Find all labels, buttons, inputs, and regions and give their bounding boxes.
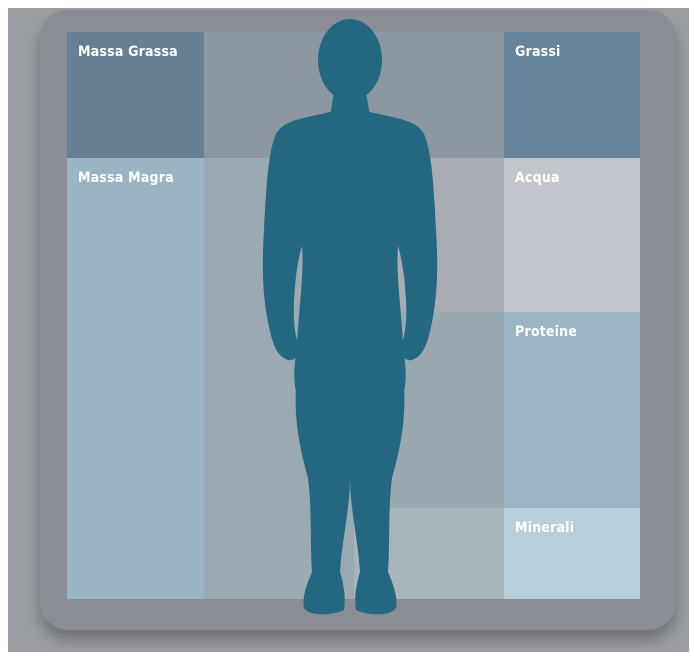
human-silhouette-icon <box>0 0 691 654</box>
